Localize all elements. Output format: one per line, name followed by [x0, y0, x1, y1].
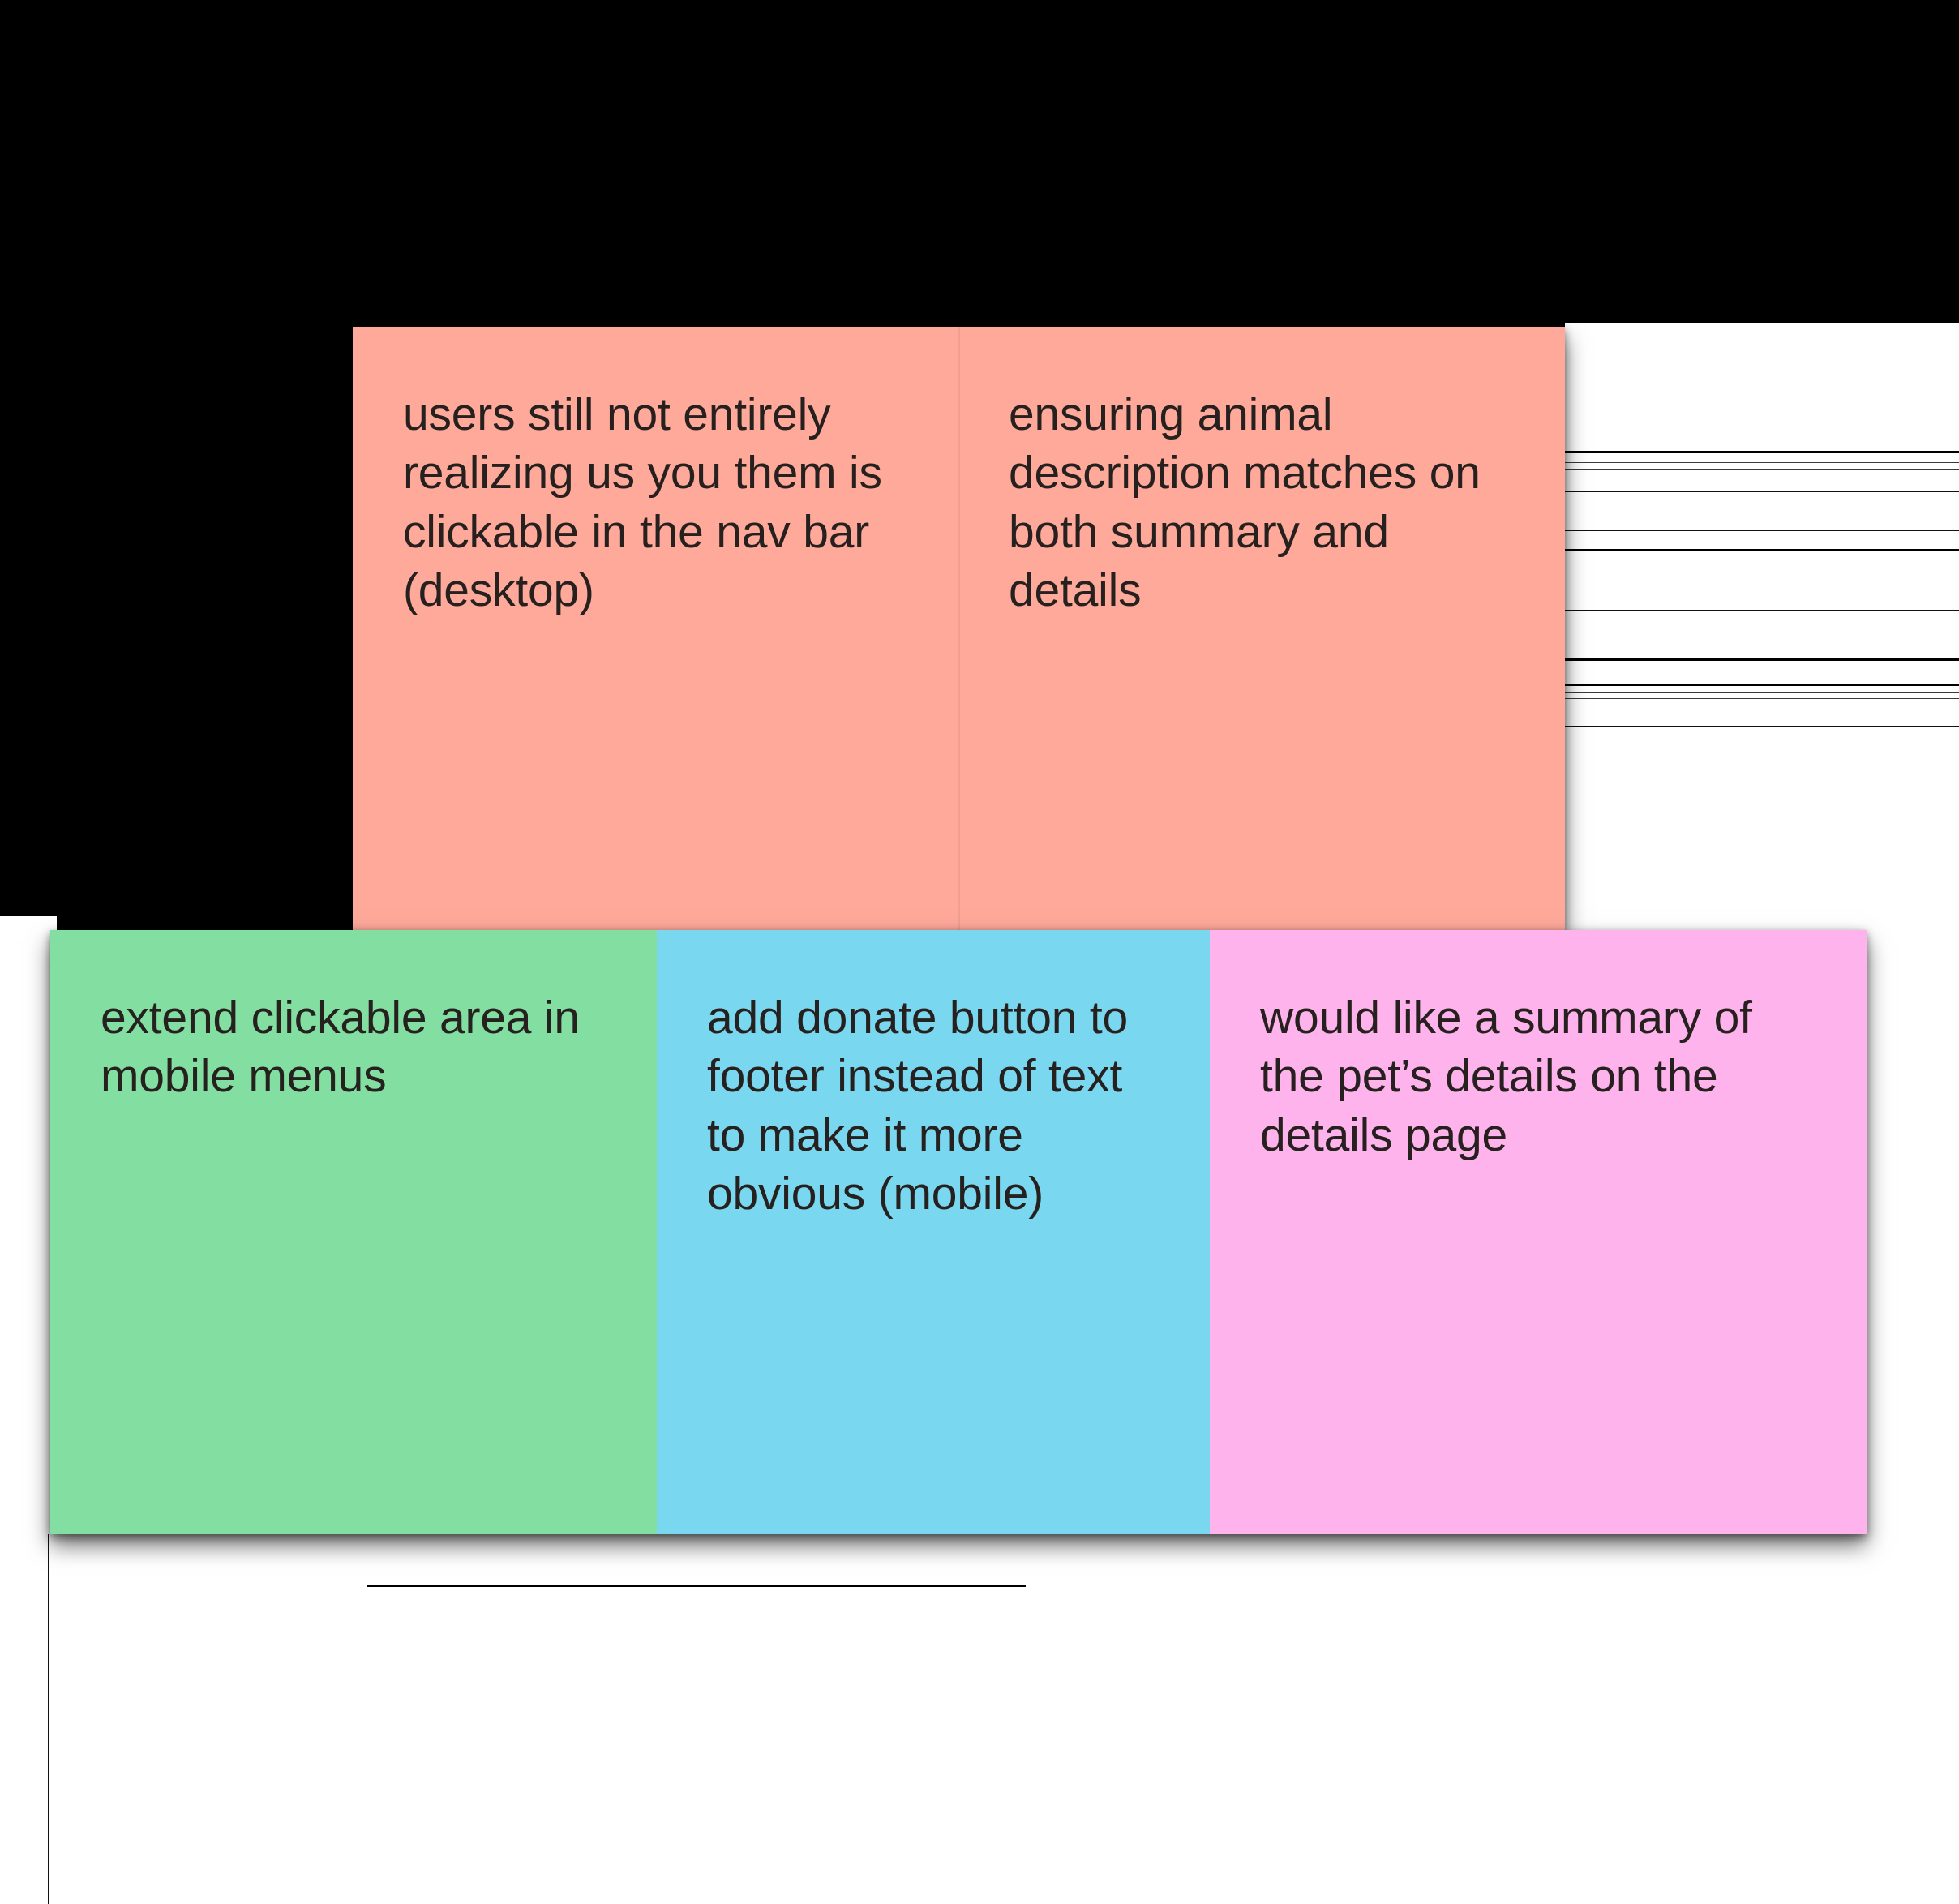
- sticky-note-text: extend clickable area in mobile menus: [101, 992, 580, 1103]
- sticky-note-pet-summary[interactable]: would like a summary of the pet’s detail…: [1210, 930, 1867, 1534]
- sticky-note-users-still-not[interactable]: users still not entirely realizing us yo…: [353, 327, 958, 930]
- sticky-note-row-top: users still not entirely realizing us yo…: [353, 327, 1565, 930]
- sticky-note-text: add donate button to footer instead of t…: [707, 992, 1128, 1220]
- sticky-note-text: would like a summary of the pet’s detail…: [1260, 992, 1752, 1161]
- sticky-note-ensuring-animal-description[interactable]: ensuring animal description matches on b…: [958, 327, 1565, 930]
- sticky-note-text: users still not entirely realizing us yo…: [403, 388, 882, 617]
- document-sheet-bottom: [0, 1534, 1959, 1904]
- document-sheet-left: [0, 916, 57, 1534]
- sticky-note-extend-clickable-area[interactable]: extend clickable area in mobile menus: [50, 930, 657, 1534]
- sticky-note-text: ensuring animal description matches on b…: [1009, 388, 1481, 617]
- sticky-note-row-bottom: extend clickable area in mobile menus ad…: [50, 930, 1867, 1534]
- sticky-note-add-donate-button[interactable]: add donate button to footer instead of t…: [657, 930, 1210, 1534]
